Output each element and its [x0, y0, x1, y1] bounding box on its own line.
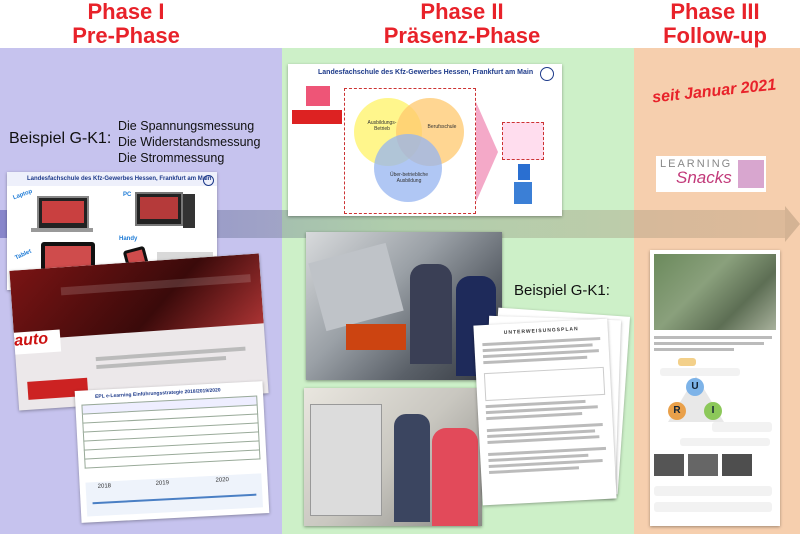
- venn-label: Berufsschule: [427, 124, 457, 130]
- thumbnail-image: [722, 454, 752, 476]
- timeline-arrow-head: [785, 206, 800, 242]
- phase2-header: Phase II Präsenz-Phase: [352, 0, 572, 48]
- device-label-tablet: Tablet: [14, 248, 33, 262]
- timeline-year: 2018: [97, 483, 112, 490]
- uri-circle-u: U: [686, 378, 704, 396]
- venn-circle-ueberbetrieblich: [374, 134, 442, 202]
- training-plan-document: UNTERWEISUNGSPLAN: [473, 318, 617, 506]
- phase3-title: Phase III: [670, 0, 760, 24]
- device-label-pc: PC: [123, 192, 132, 198]
- measurement-item: Die Spannungsmessung: [118, 119, 255, 133]
- learning-snack-app-screenshot: U R I: [650, 250, 780, 526]
- device-label-laptop: Laptop: [12, 188, 34, 202]
- uri-circle-i: I: [704, 402, 722, 420]
- chat-bubble: [680, 438, 770, 446]
- chat-bubble: [654, 502, 772, 512]
- house-icon: [306, 86, 330, 106]
- measurement-list: Die Spannungsmessung Die Widerstandsmess…: [118, 118, 260, 166]
- phase1-header: Phase I Pre-Phase: [20, 0, 232, 48]
- dashed-frame: [344, 88, 476, 214]
- red-arrow: [292, 110, 342, 124]
- certificate-box: [502, 122, 544, 160]
- year-timeline: 2018 2019 2020: [85, 473, 264, 517]
- chat-bubble: [660, 368, 740, 376]
- workshop-photo-training-board: [304, 388, 482, 526]
- chat-bubble: [712, 422, 772, 432]
- phase3-subtitle: Follow-up: [663, 23, 767, 48]
- document-icon: [514, 182, 532, 204]
- workshop-photo-engine: [306, 232, 502, 380]
- logo-bottom-text: Snacks: [676, 168, 732, 187]
- student-figure: [410, 264, 452, 364]
- phase1-subtitle: Pre-Phase: [72, 23, 180, 48]
- thumbnail-image: [654, 454, 684, 476]
- pc-monitor-icon: [135, 192, 183, 226]
- pc-tower-icon: [183, 194, 195, 228]
- strategy-table: [81, 395, 261, 476]
- venn-label: Ausbildungs-Betrieb: [367, 120, 397, 132]
- timeline-year: 2020: [215, 477, 230, 484]
- card-header-bar: [7, 172, 217, 186]
- document-title: UNTERWEISUNGSPLAN: [503, 326, 579, 337]
- engine-part: [346, 324, 406, 350]
- phase1-example-label: Beispiel G-K1:: [9, 130, 112, 147]
- school-seal-icon: [203, 175, 214, 186]
- laptop-icon: [37, 196, 89, 230]
- phase1-title: Phase I: [87, 0, 165, 24]
- student-figure: [432, 428, 478, 526]
- learning-venues-diagram: Landesfachschule des Kfz-Gewerbes Hessen…: [288, 64, 562, 216]
- timeline-year: 2019: [155, 480, 170, 487]
- measurement-item: Die Widerstandsmessung: [118, 135, 261, 149]
- chat-bubble: [654, 486, 772, 496]
- auto-logo: auto: [13, 330, 49, 350]
- measurement-item: Die Strommessung: [118, 151, 225, 165]
- logo-pattern: [738, 160, 764, 188]
- aerial-map-image: [654, 254, 776, 330]
- thumbnail-image: [688, 454, 718, 476]
- device-label-handy: Handy: [119, 236, 138, 242]
- phase2-subtitle: Präsenz-Phase: [383, 23, 541, 48]
- card-header-title: Landesfachschule des Kfz-Gewerbes Hessen…: [27, 176, 212, 182]
- laptop-base: [31, 228, 93, 232]
- blue-arrow: [518, 164, 530, 180]
- phase3-header: Phase III Follow-up: [640, 0, 790, 48]
- logo-top-text: LEARNING: [660, 158, 733, 170]
- phase2-example-label: Beispiel G-K1:: [514, 282, 610, 299]
- strategy-table-card: EPL e-Learning Einführungsstrategie 2018…: [74, 381, 270, 523]
- car-hood: [308, 242, 404, 332]
- training-board: [310, 404, 382, 516]
- school-seal-icon: [540, 67, 554, 81]
- venn-label: Über-betriebliche Ausbildung: [389, 172, 429, 184]
- auto-logo-box: auto: [13, 329, 62, 355]
- student-figure: [394, 414, 430, 522]
- uri-circle-r: R: [668, 402, 686, 420]
- phase2-title: Phase II: [420, 0, 504, 24]
- learning-snacks-logo: LEARNING Snacks: [656, 156, 766, 192]
- reaction-chip: [678, 358, 696, 366]
- pink-arrow: [476, 102, 498, 202]
- diagram-title: Landesfachschule des Kfz-Gewerbes Hessen…: [318, 69, 534, 76]
